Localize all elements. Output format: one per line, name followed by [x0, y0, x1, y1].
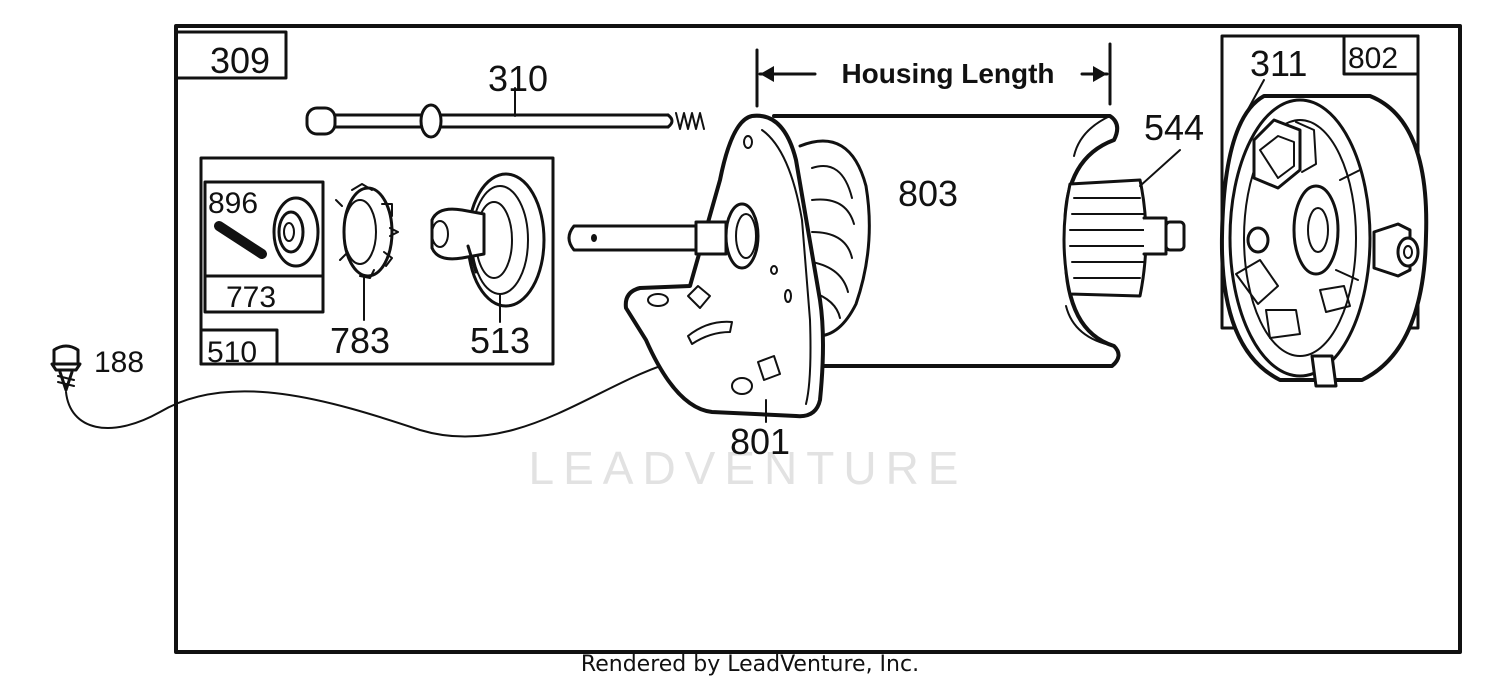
drive-513 [430, 172, 546, 323]
kit-box-510 [199, 156, 555, 366]
part-label-510: 510 [207, 336, 257, 369]
part-label-896: 896 [208, 187, 258, 220]
part-label-544: 544 [1144, 107, 1204, 148]
washer-773 [272, 196, 320, 268]
part-box-309 [174, 30, 288, 80]
part-label-310: 310 [488, 58, 548, 99]
part-label-309: 309 [210, 40, 270, 81]
part-label-311: 311 [1250, 43, 1307, 84]
watermark-text: LEADVENTURE [529, 442, 968, 494]
part-box-802 [1342, 34, 1420, 76]
gear-783 [335, 183, 399, 321]
part-box-510 [199, 328, 279, 366]
armature-shaft [567, 202, 760, 270]
commutator-544 [1062, 149, 1186, 298]
housing-length-dimension [755, 42, 1112, 108]
part-label-802: 802 [1348, 42, 1398, 75]
part-label-803: 803 [898, 173, 958, 214]
part-label-513: 513 [470, 320, 530, 361]
end-plate-801 [623, 113, 825, 423]
part-label-188: 188 [94, 346, 144, 379]
diagram-frame [174, 24, 1462, 654]
screw-188 [50, 344, 753, 438]
part-label-773: 773 [226, 281, 276, 314]
through-bolt-310 [305, 87, 705, 139]
part-box-773 [203, 180, 325, 314]
part-label-801: 801 [730, 421, 790, 462]
part-label-783: 783 [330, 320, 390, 361]
footer-credit: Rendered by LeadVenture, Inc. [580, 652, 920, 677]
housing-length-label: Housing Length [841, 58, 1054, 89]
pin-896 [214, 221, 267, 259]
end-cap-802 [1219, 79, 1429, 388]
